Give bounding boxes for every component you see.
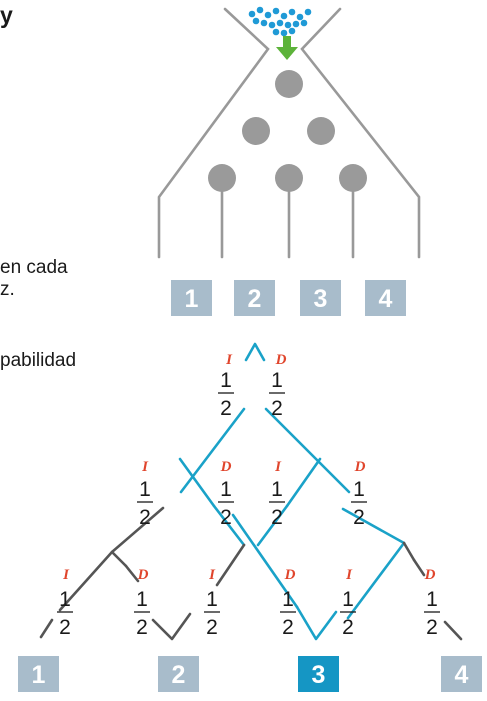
tree-bin-label: 1	[32, 661, 46, 689]
text-fragment: en cada	[0, 257, 68, 278]
pegs	[208, 70, 367, 192]
right-direction-label: D	[137, 567, 149, 583]
tree-bin-label: 4	[455, 661, 469, 689]
galton-bin-box	[234, 280, 275, 316]
left-direction-label: I	[274, 459, 282, 475]
funnel-frame	[157, 7, 421, 259]
galton-bin-label: 1	[185, 285, 199, 313]
fraction-denominator: 2	[342, 616, 354, 639]
text-fragment-heading: y	[0, 2, 13, 28]
galton-bin-box	[171, 280, 212, 316]
left-direction-label: I	[141, 459, 149, 475]
tree-bin-label: 2	[172, 661, 186, 689]
fraction-denominator: 2	[220, 397, 232, 420]
tree-bin-boxes: 1 2 3 4	[18, 656, 482, 692]
fraction-numerator: 1	[271, 369, 283, 392]
tree-bin-box-highlighted	[298, 656, 339, 692]
fraction-numerator: 1	[220, 369, 232, 392]
fraction-denominator: 2	[282, 616, 294, 639]
galton-board: 1 2 3 4	[157, 6, 421, 316]
probability-fraction: 1 2	[134, 588, 150, 639]
probability-fraction: 1 2	[218, 369, 234, 420]
right-direction-label: D	[275, 352, 287, 368]
left-direction-label: I	[345, 567, 353, 583]
fraction-numerator: 1	[353, 478, 365, 501]
beads	[248, 6, 312, 37]
fraction-numerator: 1	[220, 478, 232, 501]
left-direction-label: I	[208, 567, 216, 583]
tree-bin-box	[158, 656, 199, 692]
text-fragment: z.	[0, 279, 15, 300]
fraction-denominator: 2	[271, 397, 283, 420]
probability-fraction: 1 2	[280, 588, 296, 639]
fraction-denominator: 2	[426, 616, 438, 639]
fraction-numerator: 1	[271, 478, 283, 501]
direction-labels: I D I D I D I D I D I D	[62, 352, 436, 583]
probability-tree: I D I D I D I D I D I D 1 2 1 2 1 2	[18, 342, 482, 692]
probability-fraction: 1 2	[424, 588, 440, 639]
probability-fraction: 1 2	[57, 588, 73, 639]
bin-dividers	[220, 190, 355, 259]
fraction-numerator: 1	[136, 588, 148, 611]
fraction-numerator: 1	[426, 588, 438, 611]
blue-paths	[178, 342, 406, 641]
fraction-denominator: 2	[136, 616, 148, 639]
fraction-denominator: 2	[271, 506, 283, 529]
left-direction-label: I	[225, 352, 233, 368]
galton-bin-label: 3	[314, 285, 328, 313]
tree-bin-label: 3	[312, 661, 326, 689]
fraction-denominator: 2	[220, 506, 232, 529]
probability-fraction: 1 2	[351, 478, 367, 529]
fraction-denominator: 2	[206, 616, 218, 639]
green-down-arrow-icon	[276, 36, 298, 60]
fraction-numerator: 1	[139, 478, 151, 501]
fraction-numerator: 1	[59, 588, 71, 611]
probability-fraction: 1 2	[269, 478, 285, 529]
galton-bin-boxes: 1 2 3 4	[171, 280, 406, 316]
right-direction-label: D	[220, 459, 232, 475]
probability-fraction: 1 2	[340, 588, 356, 639]
probability-fraction: 1 2	[218, 478, 234, 529]
galton-bin-box	[300, 280, 341, 316]
right-direction-label: D	[354, 459, 366, 475]
text-fragment: pabilidad	[0, 350, 77, 371]
fraction-numerator: 1	[206, 588, 218, 611]
fraction-numerator: 1	[282, 588, 294, 611]
left-direction-label: I	[62, 567, 70, 583]
probability-fraction: 1 2	[204, 588, 220, 639]
galton-bin-label: 4	[379, 285, 393, 313]
right-direction-label: D	[424, 567, 436, 583]
gray-paths	[39, 506, 463, 641]
fraction-denominator: 2	[353, 506, 365, 529]
right-direction-label: D	[284, 567, 296, 583]
fraction-denominator: 2	[59, 616, 71, 639]
tree-bin-box	[18, 656, 59, 692]
fraction-numerator: 1	[342, 588, 354, 611]
probability-fraction: 1 2	[137, 478, 153, 529]
fraction-denominator: 2	[139, 506, 151, 529]
galton-bin-box	[365, 280, 406, 316]
probability-fraction: 1 2	[269, 369, 285, 420]
galton-bin-label: 2	[248, 285, 262, 313]
tree-bin-box	[441, 656, 482, 692]
